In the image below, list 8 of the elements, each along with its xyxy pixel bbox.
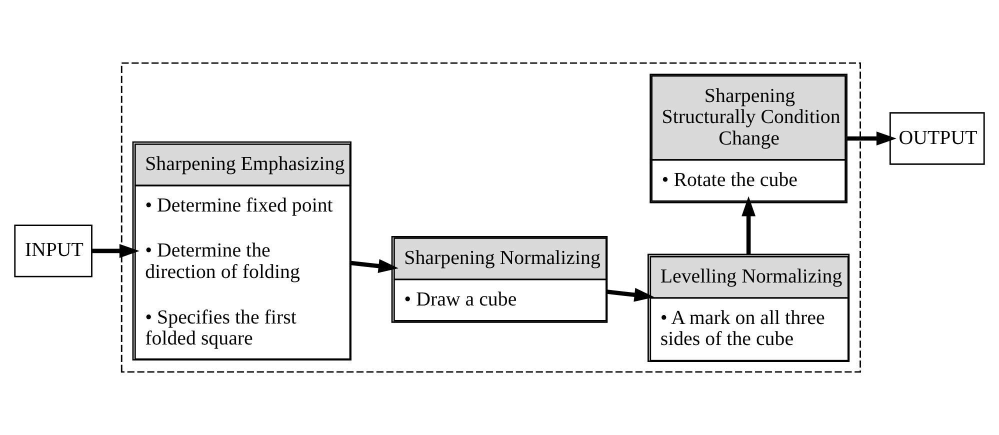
node-box: OUTPUT [889,112,985,165]
arrow [606,288,654,302]
arrow [92,244,140,258]
arrow [742,196,756,254]
cluster [120,62,861,373]
node-box: INPUT [14,224,92,278]
arrow [847,132,896,146]
arrow [350,259,398,274]
